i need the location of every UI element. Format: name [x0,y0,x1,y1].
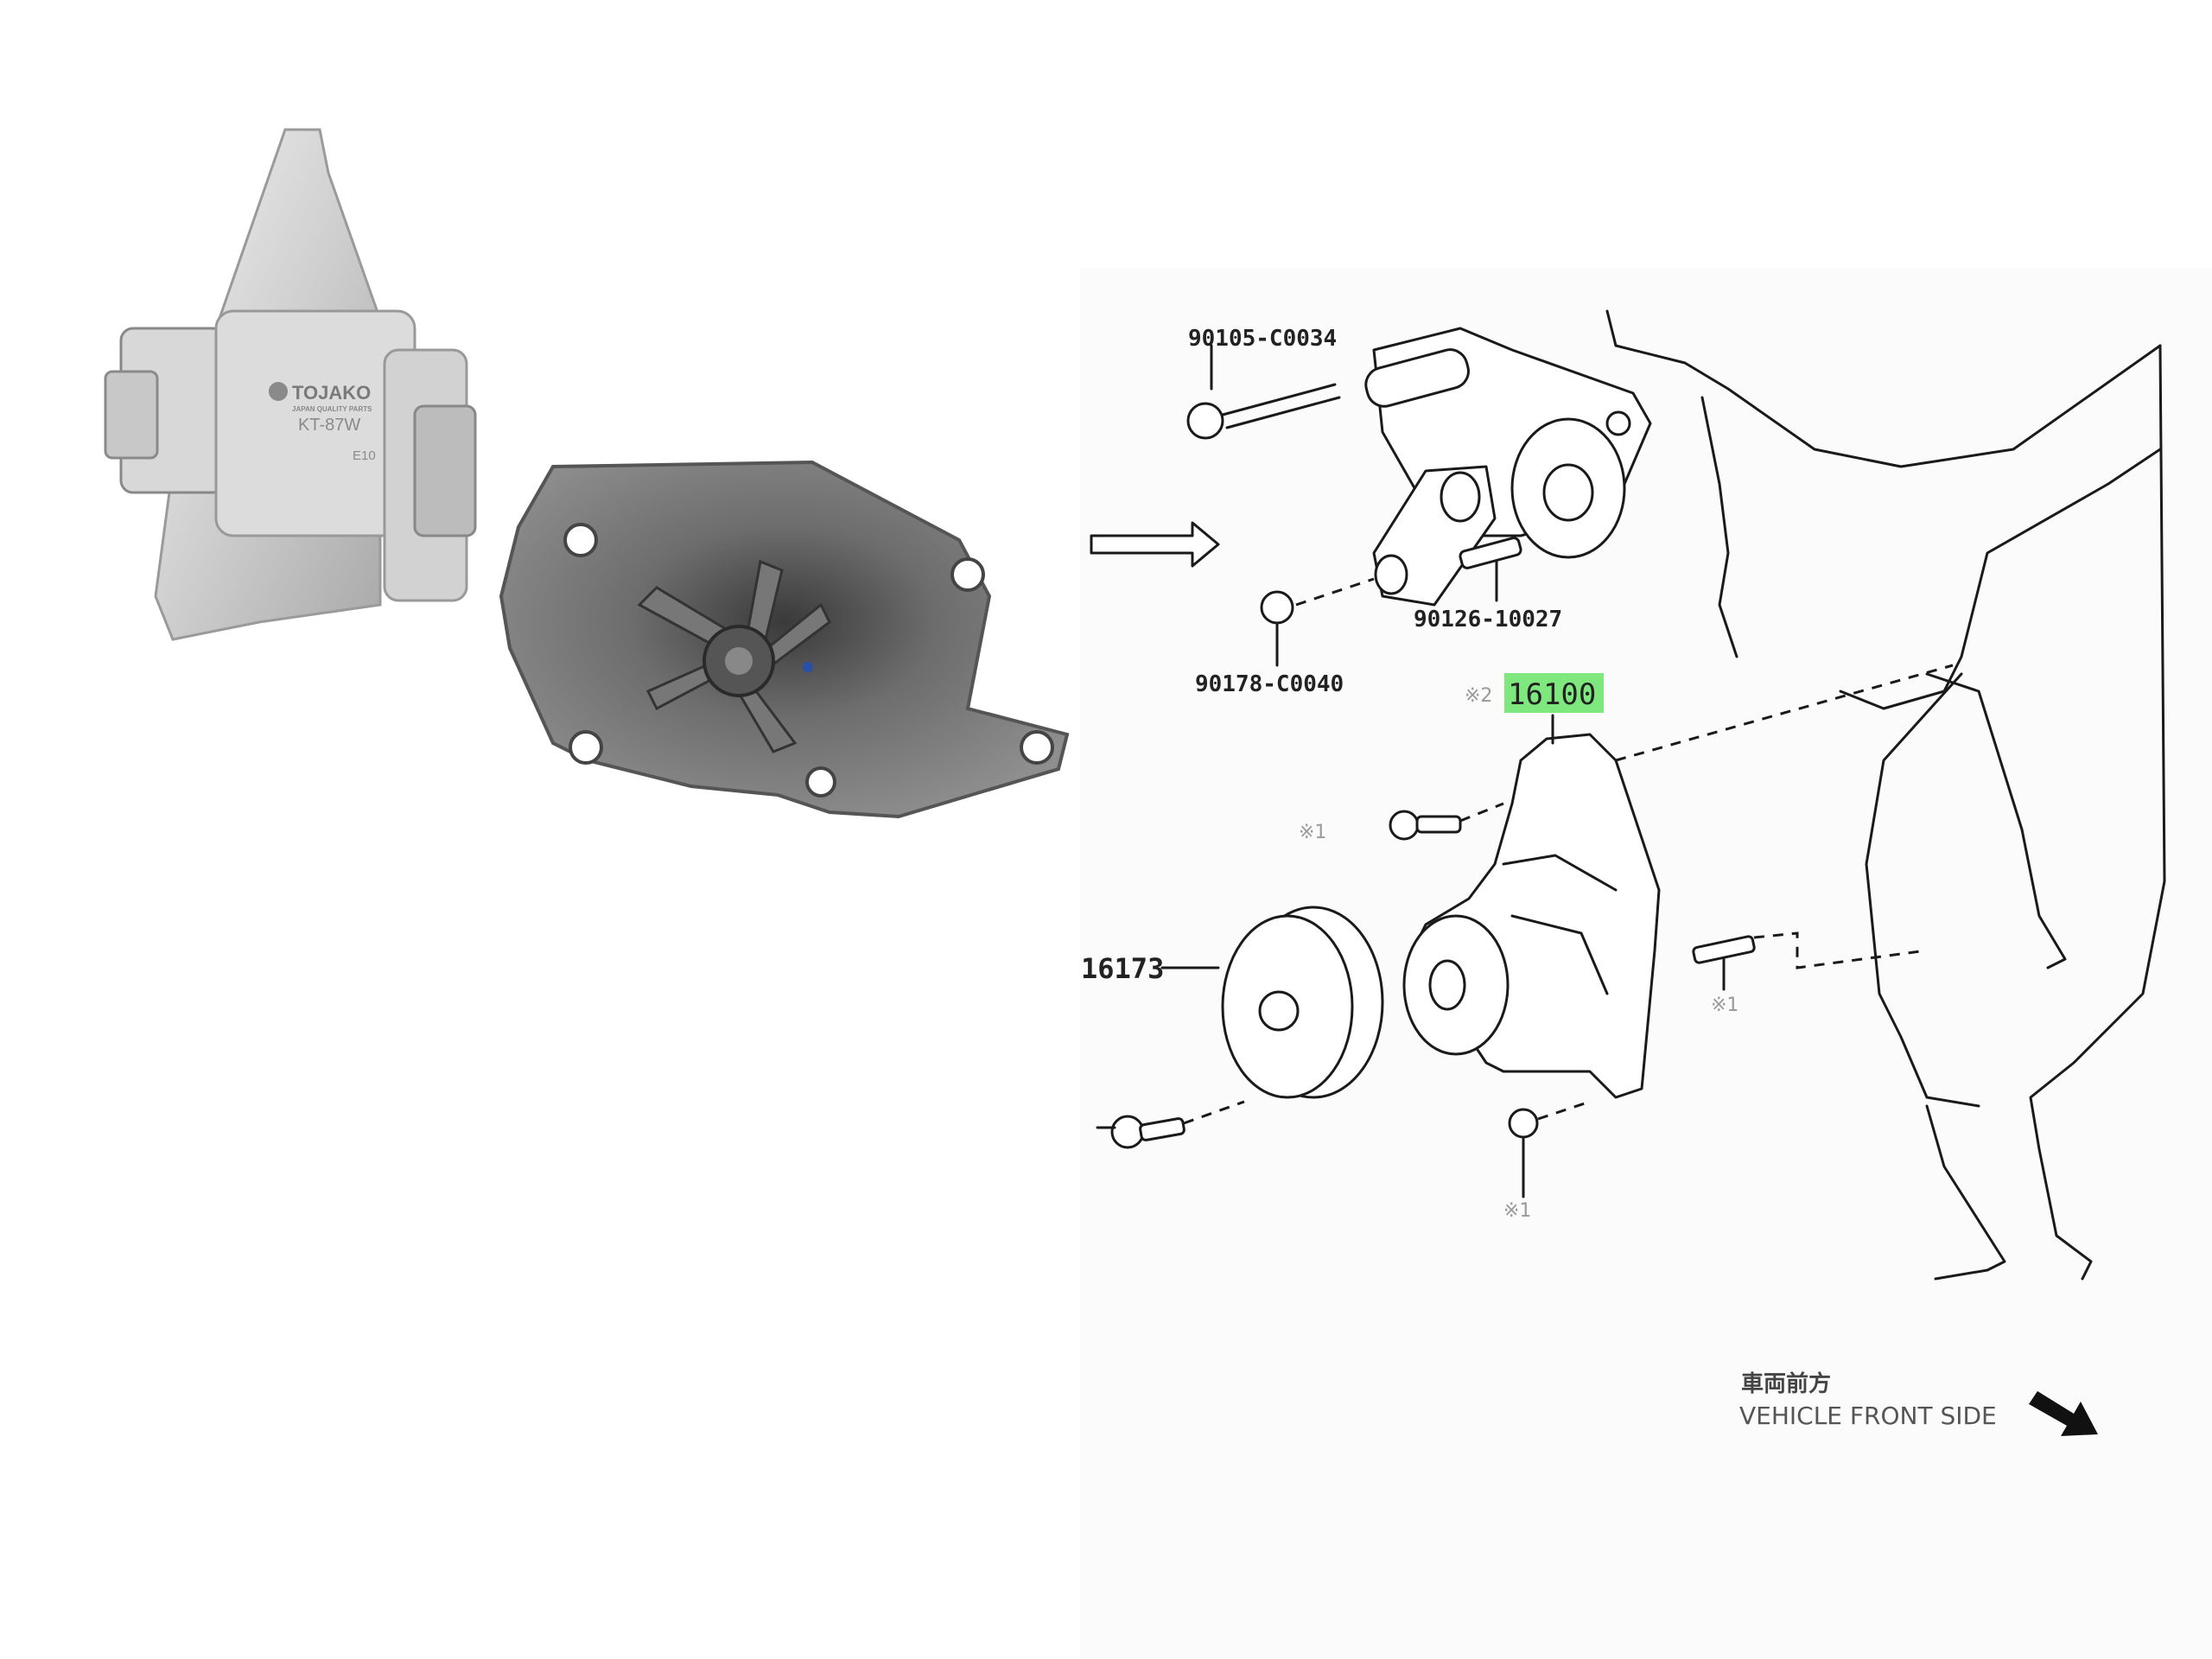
tojako-logo-icon [269,382,288,401]
hollow-arrow-icon [1090,521,1220,568]
front-direction-arrow-icon [2029,1391,2098,1436]
water-pump-drawing [1096,664,1954,1198]
belt-tensioner-drawing [1186,327,1652,667]
direction-label-en: VEHICLE FRONT SIDE [1739,1402,1997,1430]
gray-water-pump-photo [499,460,1070,819]
direction-label-jp: 車両前方 [1741,1370,1831,1397]
note-mark-16100: ※2 [1465,685,1492,707]
note-mark-nut-bottom: ※1 [1503,1200,1531,1222]
casting-mark: E10 [353,448,376,463]
brand-tagline: JAPAN QUALITY PARTS [292,405,372,413]
note-mark-bolt-left: ※1 [1299,822,1326,843]
engine-block-outline [1605,309,2166,1281]
part-label-16100: 16100 [1508,677,1596,712]
part-label-90178-c0040: 90178-C0040 [1195,671,1344,697]
part-label-90105-c0034: 90105-C0034 [1188,326,1337,352]
silver-water-pump-photo: TOJAKO JAPAN QUALITY PARTS KT-87W E10 [104,128,477,641]
note-mark-stud-right: ※1 [1711,995,1738,1016]
model-number: KT-87W [298,416,360,435]
part-highlight [1504,673,1604,713]
part-label-16173: 16173 [1081,952,1164,985]
brand-name: TOJAKO [292,382,371,404]
part-label-90126-10027: 90126-10027 [1414,607,1562,632]
